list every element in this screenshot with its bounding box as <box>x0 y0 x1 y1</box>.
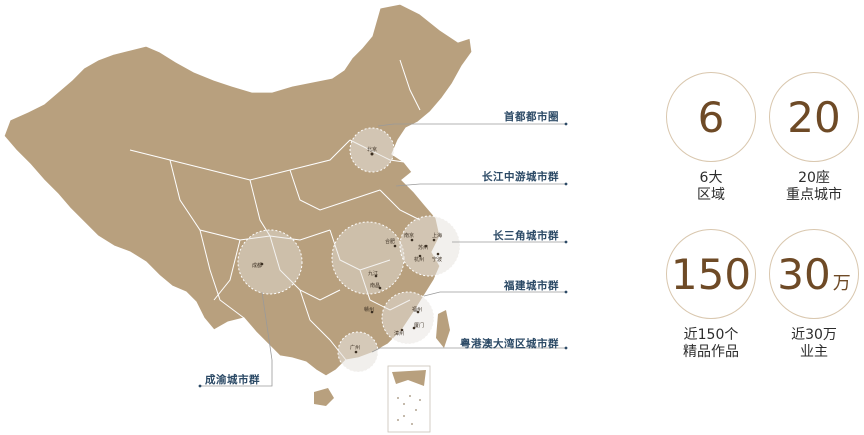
stat-regions-value: 6 <box>697 92 725 142</box>
city-label-zhangzhou: 漳州 <box>394 331 405 337</box>
stat-works-caption: 近150个 精品作品 <box>683 327 739 360</box>
city-label-hefei: 合肥 <box>385 239 396 245</box>
city-label-nanjing: 南京 <box>404 233 415 239</box>
stat-regions-circle: 6 <box>666 72 756 162</box>
city-label-ningbo: 宁波 <box>432 257 443 263</box>
stat-cities-caption: 20座 重点城市 <box>786 170 842 203</box>
highlight-chengyu <box>237 229 303 295</box>
highlight-fujian <box>381 291 435 345</box>
china-map: 首都都市圈 长江中游城市群 长三角城市群 福建城市群 粤港澳大湾区城市群 成渝城… <box>3 3 568 433</box>
region-label-middle-yangtze: 长江中游城市群 <box>482 171 559 183</box>
region-label-fujian: 福建城市群 <box>504 280 559 292</box>
city-label-fuzhou: 福州 <box>412 307 423 313</box>
city-label-jiujiang: 九江 <box>368 271 379 277</box>
stat-regions: 6 6大 区域 <box>663 72 759 204</box>
highlight-middle-yangtze <box>331 221 405 295</box>
stat-works-value: 150 <box>670 249 752 299</box>
leader-lines <box>200 123 566 387</box>
stat-cities-circle: 20 <box>769 72 859 162</box>
hainan-shape <box>314 388 334 406</box>
stat-owners-caption: 近30万 业主 <box>791 327 837 360</box>
city-label-ganzhou: 赣州 <box>364 307 375 313</box>
stat-regions-caption: 6大 区域 <box>697 170 725 203</box>
south-sea-islands <box>397 395 421 425</box>
city-dots <box>260 152 440 354</box>
stat-owners-unit: 万 <box>832 273 851 294</box>
stat-cities-value: 20 <box>787 92 841 142</box>
highlight-greater-bay <box>337 331 379 373</box>
region-label-yangtze-delta: 长三角城市群 <box>493 230 559 242</box>
city-label-suzhou: 苏州 <box>418 245 429 251</box>
city-label-guangzhou: 广州 <box>350 345 361 351</box>
stat-owners-value: 30 <box>777 249 831 299</box>
city-label-nanchang: 南昌 <box>370 283 381 289</box>
taiwan-shape <box>436 310 450 348</box>
city-label-xiamen: 厦门 <box>414 323 425 329</box>
highlight-capital <box>349 127 395 173</box>
leader-endpoints <box>198 122 568 388</box>
city-label-shanghai: 上海 <box>432 233 443 239</box>
city-label-hangzhou: 杭州 <box>414 257 425 263</box>
stat-works-circle: 150 <box>666 229 756 319</box>
region-label-capital: 首都都市圈 <box>504 111 559 123</box>
stat-works: 150 近150个 精品作品 <box>663 229 759 361</box>
region-label-greater-bay: 粤港澳大湾区城市群 <box>460 338 559 350</box>
highlight-yangtze-delta <box>399 215 461 277</box>
stat-cities: 20 20座 重点城市 <box>766 72 862 204</box>
city-label-beijing: 北京 <box>367 147 378 153</box>
south-sea-inset-land <box>392 370 426 386</box>
region-label-chengyu: 成渝城市群 <box>205 374 260 386</box>
china-map-svg <box>3 3 568 433</box>
city-label-chengdu: 成都 <box>252 263 263 269</box>
